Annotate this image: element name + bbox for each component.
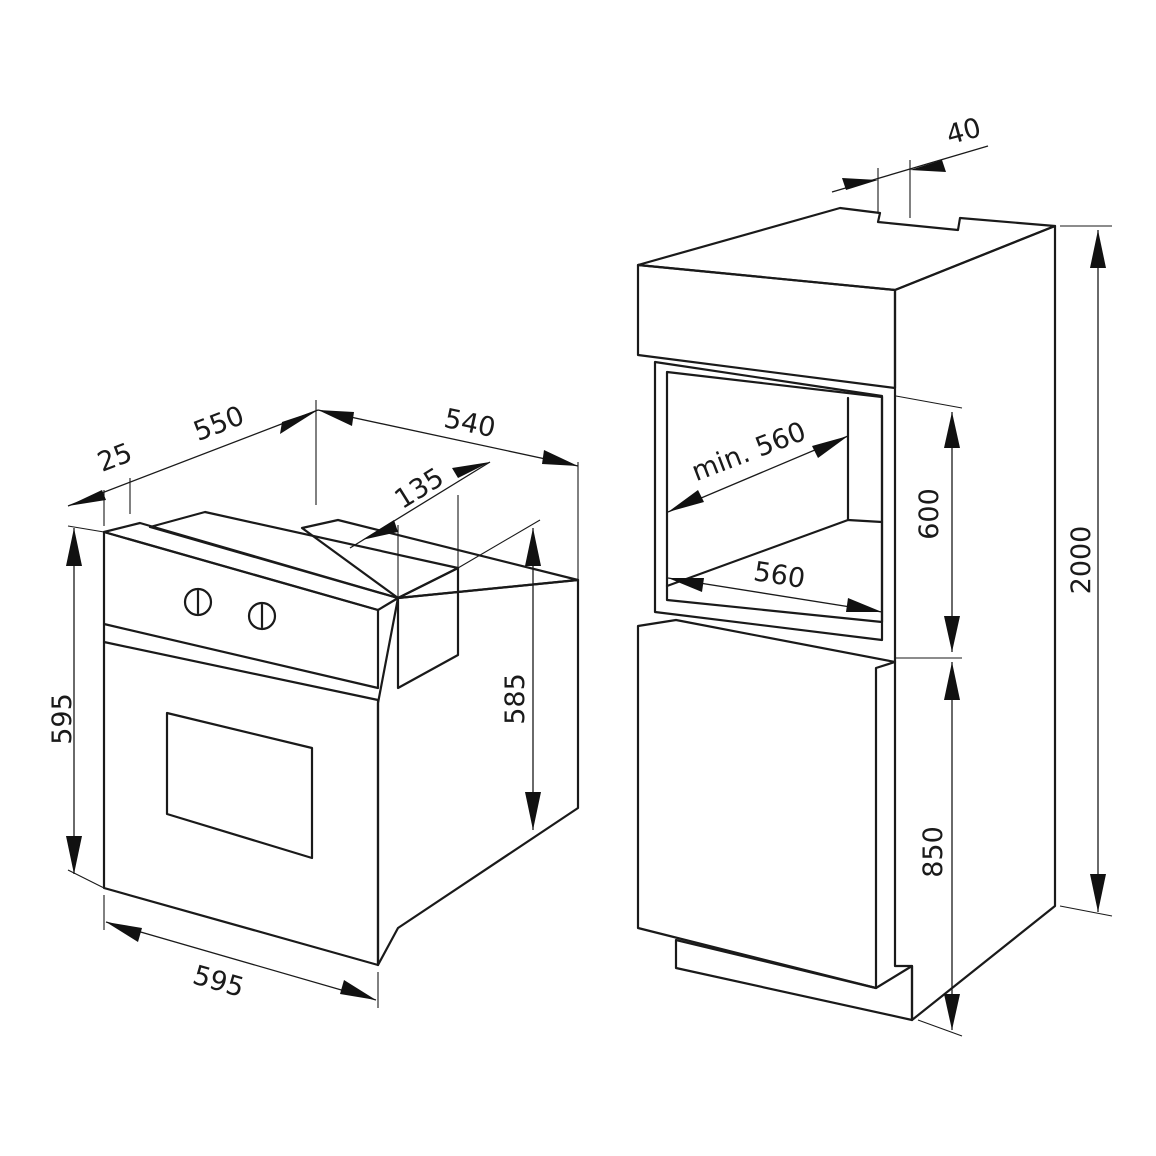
front-control-panel (102, 530, 380, 690)
top-box-front (396, 566, 460, 690)
oven-top-vent-label: 135 (389, 462, 449, 516)
oven-front-offset-label: 25 (93, 437, 136, 478)
cabinet-plinth (674, 938, 914, 1022)
knob-left-icon (183, 587, 213, 617)
cabinet-niche-height-label: 600 (914, 488, 945, 540)
cabinet-top-front (636, 263, 897, 390)
niche-inner (665, 370, 884, 624)
cabinet-total-height-label: 2000 (1066, 526, 1097, 595)
cabinet-side-panel (893, 224, 1057, 1022)
cabinet-top (636, 206, 1057, 292)
oven-inner-height-label: 585 (500, 673, 531, 725)
cabinet-vent-label: 40 (943, 112, 984, 151)
top-box-top (148, 510, 460, 600)
cabinet-niche-width-label: 560 (751, 556, 807, 595)
oven-drawing: 595 585 595 25 550 540 135 (47, 400, 580, 1008)
front-door (102, 640, 380, 967)
cabinet-drawing: 40 2000 600 850 560 min. 560 (636, 112, 1113, 1037)
oven-width-label: 595 (189, 960, 247, 1004)
oven-height-label: 595 (47, 693, 78, 745)
cabinet-base-height-label: 850 (918, 826, 949, 878)
oven-body-side (376, 578, 580, 967)
oven-window (165, 711, 314, 860)
knob-right-icon (247, 601, 277, 631)
niche-frame (653, 360, 884, 642)
cabinet-lower-door (636, 618, 897, 990)
